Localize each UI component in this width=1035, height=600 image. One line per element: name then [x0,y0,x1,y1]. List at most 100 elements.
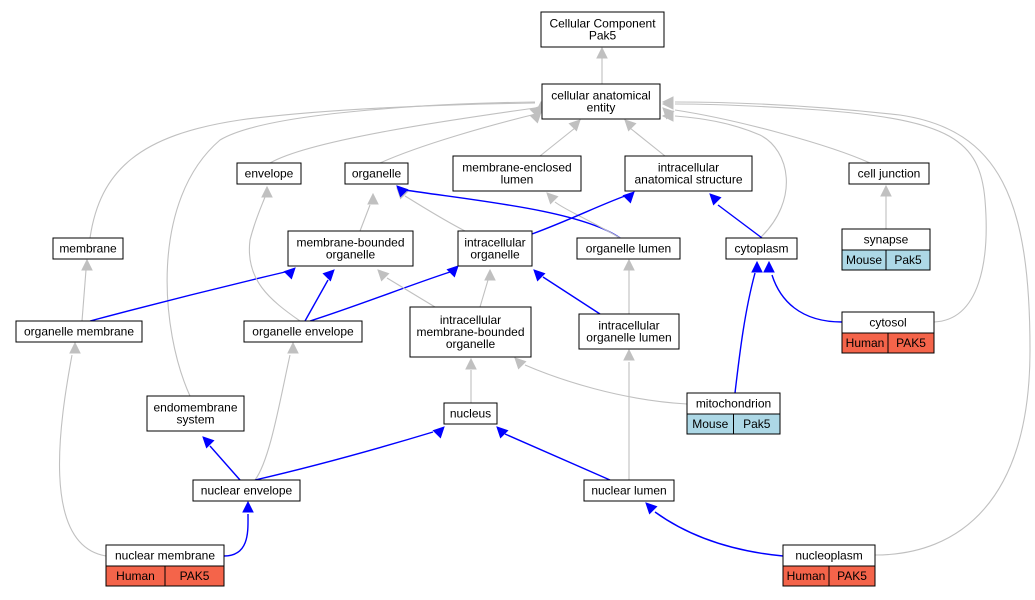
node-label: organelle [470,248,520,262]
node-label: nuclear membrane [115,549,215,563]
node-box [443,402,498,425]
edge-mito-to-cytoplasm [734,260,763,394]
arrowhead [202,436,215,449]
node-label: Cellular Component [549,17,656,31]
arrowhead [622,191,635,204]
node-orgmembrane[interactable]: organelle membrane [15,320,143,343]
node-nucleus[interactable]: nucleus [443,402,498,425]
node-label: membrane-bounded [296,236,404,250]
species-tag: Human [846,336,885,350]
arrowhead [322,269,335,282]
arrowhead [568,119,581,132]
edge-orgenvelope-to-envelope [248,185,301,322]
edge-organelle-to-cae [379,111,542,164]
edge-iol-to-io [533,269,601,315]
node-box [725,237,798,260]
node-nucenv[interactable]: nuclear envelope [192,479,301,502]
arrowhead [623,258,635,271]
node-box [287,230,414,267]
arrowhead [484,268,496,281]
arrowhead [751,260,763,273]
species-tag: Mouse [846,253,882,267]
arrowhead [287,341,299,354]
node-label: membrane-bounded [416,325,524,339]
node-box [344,162,409,185]
edge-nucmem-to-orgmembrane [58,341,107,557]
arrowhead [533,269,546,282]
gene-tag: PAK5 [837,569,867,583]
node-label: nucleus [450,407,491,421]
edge-orglumen-to-mel [546,192,621,239]
node-label: organelle envelope [252,325,354,339]
node-label: mitochondrion [696,397,771,411]
node-box [52,237,124,260]
edge-mito-to-imbo [514,357,688,405]
node-envelope[interactable]: envelope [236,162,302,185]
arrowhead [880,184,892,197]
node-celljunction[interactable]: cell junction [848,162,930,185]
gene-tag: Pak5 [743,417,771,431]
node-label: cytoplasm [734,242,788,256]
node-label: nuclear envelope [201,484,293,498]
node-label: intracellular [658,161,719,175]
arrowhead [242,500,254,513]
arrowhead [377,269,390,282]
node-nuclumen[interactable]: nuclear lumen [583,479,675,502]
edge-nucmem-to-nucenv [223,500,254,557]
arrowhead [624,119,637,132]
node-box [15,320,143,343]
node-cytoplasm[interactable]: cytoplasm [725,237,798,260]
arrowhead [81,258,93,271]
edge-nucenv-to-orgenvelope [254,341,299,481]
edge-imbo-to-io [479,268,496,308]
edge-mbo-to-organelle [359,192,379,232]
node-label: cellular anatomical [551,89,650,103]
node-box [146,395,245,432]
node-box [409,306,532,358]
edge-nuclumen-to-nucleus [496,426,611,481]
node-orglumen[interactable]: organelle lumen [576,237,681,260]
node-label: cell junction [858,167,921,181]
node-membrane[interactable]: membrane [52,237,124,260]
node-box [540,11,665,48]
arrowhead [69,341,81,354]
species-tag: Mouse [692,417,728,431]
node-label: cytosol [869,316,906,330]
edge-orgenvelope-to-mbo [304,269,335,322]
node-organelle[interactable]: organelle [344,162,409,185]
arrowhead [261,185,273,198]
edge-nucleoplasm-to-nuclumen [645,502,784,557]
gene-tag-cell [733,413,781,435]
node-box [848,162,930,185]
node-label: intracellular [440,313,501,327]
node-box [576,237,681,260]
node-orgenvelope[interactable]: organelle envelope [243,320,363,343]
arrowhead [709,193,722,206]
edge-orgmembrane-to-mbo [89,267,296,322]
gene-tag-cell [887,332,935,354]
arrowhead [496,426,509,439]
edge-imbo-to-mbo [377,269,436,308]
edge-nucenv-to-endomembrane [202,436,241,481]
node-label: synapse [864,233,909,247]
edge-orgmembrane-to-membrane [81,258,93,322]
gene-tag: PAK5 [896,336,926,350]
node-box [624,155,753,192]
node-label: membrane [59,242,117,256]
arrowhead [446,265,459,278]
